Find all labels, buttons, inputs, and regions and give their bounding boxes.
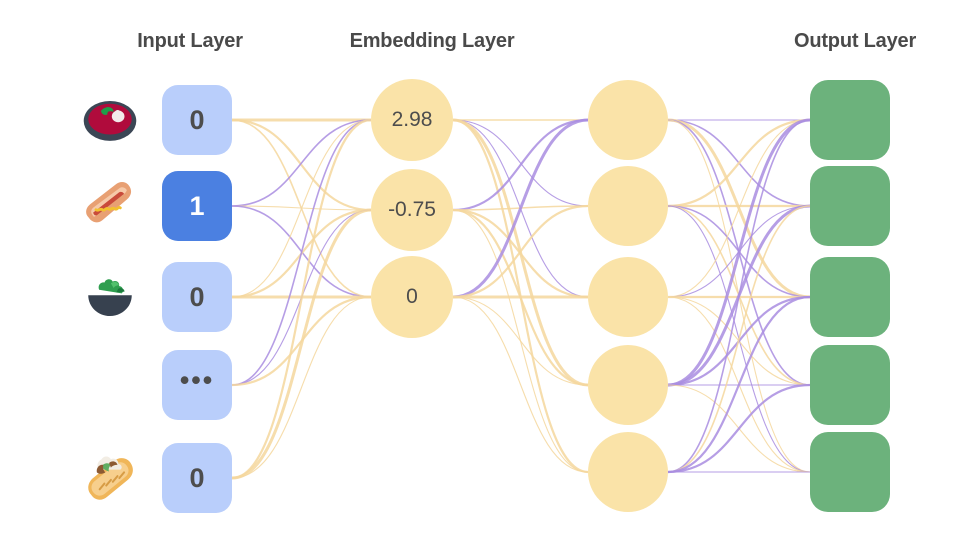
connection-edge	[452, 119, 589, 298]
connection-edge	[452, 296, 589, 386]
input-node-4[interactable]: 0	[162, 443, 232, 513]
connection-edge	[667, 119, 811, 386]
input-layer-title: Input Layer	[137, 30, 243, 52]
input-node-1-value: 1	[189, 190, 205, 221]
connection-edge	[667, 383, 811, 474]
connection-edge	[231, 205, 372, 298]
hidden-node-0[interactable]	[588, 80, 668, 160]
hot-dog-icon	[77, 173, 143, 239]
connection-edge	[231, 118, 372, 480]
connection-edge	[231, 295, 372, 387]
embedding-node-1[interactable]: -0.75	[371, 169, 453, 251]
output-node-1[interactable]	[810, 166, 890, 246]
hidden-node-1[interactable]	[588, 166, 668, 246]
embedding-node-2-value: 0	[406, 285, 418, 308]
input-node-4-value: 0	[189, 462, 205, 493]
connection-edge	[667, 119, 811, 473]
output-node-0[interactable]	[810, 80, 890, 160]
connection-edge	[667, 296, 811, 473]
connection-edge	[667, 295, 811, 474]
connection-edge	[231, 119, 372, 207]
connection-edge	[667, 119, 811, 298]
connection-edge	[667, 205, 811, 473]
connection-edge	[231, 205, 372, 211]
connection-edge	[231, 208, 372, 299]
input-node-ellipsis[interactable]: •••	[162, 350, 232, 420]
connection-edge	[667, 118, 811, 387]
burrito-icon	[77, 445, 143, 511]
hidden-node-3[interactable]	[588, 345, 668, 425]
embedding-node-1-value: -0.75	[388, 198, 436, 221]
embedding-layer-title: Embedding Layer	[349, 30, 515, 52]
hidden-node-2[interactable]	[588, 257, 668, 337]
embedding-node-0[interactable]: 2.98	[371, 79, 453, 161]
output-node-3[interactable]	[810, 345, 890, 425]
connection-edge	[452, 118, 589, 387]
connection-edge	[231, 119, 372, 298]
connection-edge	[452, 118, 589, 299]
connection-edge	[667, 295, 811, 387]
input-node-0-value: 0	[189, 104, 205, 135]
connection-edge	[452, 208, 589, 387]
input-node-ellipsis-value: •••	[179, 364, 215, 395]
output-layer-title: Output Layer	[793, 30, 917, 52]
connection-edge	[667, 205, 811, 386]
stew-bowl-icon	[77, 87, 143, 153]
connection-edge	[452, 209, 589, 473]
connection-edge	[452, 119, 589, 207]
output-node-4[interactable]	[810, 432, 890, 512]
connection-edge	[452, 204, 589, 299]
connection-edge	[452, 118, 589, 474]
connection-edge	[667, 205, 811, 298]
input-node-2[interactable]: 0	[162, 262, 232, 332]
hidden-node-4[interactable]	[588, 432, 668, 512]
output-node-2[interactable]	[810, 257, 890, 337]
connection-edge	[452, 208, 589, 299]
connection-edge	[667, 204, 811, 387]
connection-edge	[667, 119, 811, 473]
connection-edge	[231, 119, 372, 298]
connection-edge	[667, 119, 811, 207]
connection-edge	[667, 118, 811, 208]
embedding-node-0-value: 2.98	[391, 108, 433, 131]
connection-edge	[667, 205, 811, 298]
input-node-0[interactable]: 0	[162, 85, 232, 155]
connection-edge	[667, 296, 811, 386]
connection-edge	[667, 384, 811, 473]
connection-edge	[231, 208, 372, 480]
connection-edge	[231, 209, 372, 386]
embedding-node-2[interactable]: 0	[371, 256, 453, 338]
input-node-1[interactable]: 1	[162, 171, 232, 241]
connection-edge	[667, 205, 811, 473]
input-node-2-value: 0	[189, 281, 205, 312]
connection-edge	[231, 118, 372, 212]
connection-edge	[452, 118, 589, 212]
green-salad-icon	[77, 264, 143, 330]
connection-edge	[452, 205, 589, 211]
connection-edge	[452, 296, 589, 473]
connection-edge	[231, 119, 372, 386]
connection-edge	[231, 296, 372, 479]
connection-edge	[667, 118, 811, 299]
